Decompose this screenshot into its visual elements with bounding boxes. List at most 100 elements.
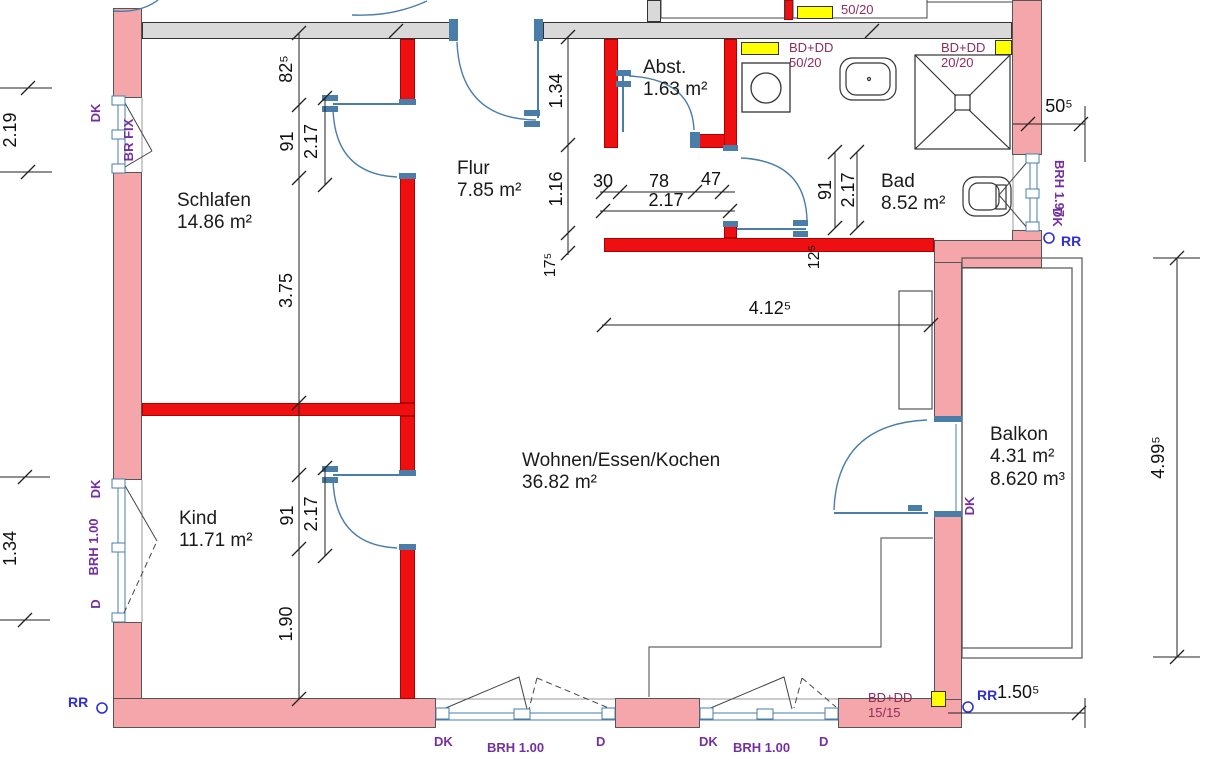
dim-door-kind-clear: 91	[277, 505, 297, 526]
terrace-outline	[648, 537, 933, 697]
room-label-flur: Flur 7.85 m²	[457, 158, 521, 202]
door-swing-arcs	[113, 0, 928, 549]
dim-flur-30: 30	[592, 171, 614, 191]
room-area: 8.52 m²	[881, 192, 946, 214]
marker-bottom	[931, 691, 946, 707]
marker-bad-left	[741, 42, 779, 55]
wall-top-right	[543, 22, 1012, 39]
dim-balkon-length: 4.99⁵	[1148, 436, 1168, 479]
room-area: 7.85 m²	[457, 179, 522, 201]
dim-kind-inner: 1.90	[276, 606, 296, 642]
bddd-text: BD+DD	[941, 40, 986, 55]
dim-outer-left-upper: 2.19	[0, 112, 20, 148]
dim-outer-left-lower: 1.34	[0, 530, 20, 567]
balcony-parapet	[961, 257, 1083, 659]
dim-balkon-width: 1.50⁵	[997, 682, 1040, 702]
door-label-dk-balkon: DK	[962, 496, 977, 516]
casement-dashed	[123, 540, 837, 710]
dim-flur-78: 78	[648, 171, 670, 191]
room-label-abst: Abst. 1.63 m²	[643, 57, 707, 101]
door-leaves	[333, 23, 928, 514]
room-label-balkon: Balkon 4.31 m² 8.620 m³	[990, 424, 1065, 491]
window-label-d-bottom2: D	[819, 734, 829, 749]
toilet-icon	[962, 176, 1012, 217]
room-name: Kind	[179, 508, 218, 529]
room-name: Balkon	[990, 424, 1049, 445]
dim-wall-thickness: 17⁵	[542, 252, 559, 278]
dim-door-kind-full: 2.17	[301, 496, 321, 532]
bddd-label-bad-left: BD+DD 50/20	[789, 40, 834, 71]
room-area: 14.86 m²	[177, 211, 252, 233]
dim-schlafen-top: 82⁵	[276, 55, 296, 83]
shower-icon	[914, 54, 1011, 150]
room-name: Wohnen/Essen/Kochen	[522, 450, 721, 471]
room-area: 11.71 m²	[179, 529, 253, 551]
window-label-d-bottom1: D	[596, 734, 606, 749]
room-label-wohnen: Wohnen/Essen/Kochen 36.82 m²	[522, 450, 720, 494]
bddd-size: 50/20	[841, 1, 874, 17]
wall-exterior-left-top	[113, 8, 142, 98]
dim-bad-wall: 12⁵	[806, 244, 823, 270]
bddd-label-top: BD+DD 50/20	[841, 0, 885, 18]
room-name: Flur	[457, 158, 490, 179]
window-label-dk-bottom1: DK	[434, 734, 453, 749]
sink-icon	[839, 57, 897, 101]
wall-abst-left	[604, 39, 618, 148]
dim-door-schlafen-clear: 91	[277, 131, 297, 152]
wall-exterior-right-top	[1012, 0, 1042, 155]
room-volume: 8.620 m³	[990, 468, 1065, 490]
bddd-text: BD+DD	[868, 690, 913, 705]
bddd-size: 20/20	[941, 54, 974, 70]
room-label-kind: Kind 11.71 m²	[179, 508, 253, 552]
dim-flur-total: 2.17	[648, 190, 684, 210]
window-label-brh100-bottom2: BRH 1.00	[733, 740, 791, 755]
dim-entry-upper: 1.34	[546, 73, 566, 109]
wall-exterior-bottom-1	[113, 698, 436, 728]
window-label-d-kind: D	[88, 599, 103, 609]
dim-door-schlafen-full: 2.17	[301, 123, 321, 160]
dim-door-bad-clear: 91	[815, 179, 835, 201]
dim-right-jog: 50⁵	[1045, 96, 1073, 116]
dim-flur-47: 47	[700, 169, 722, 189]
bddd-size: 50/20	[789, 54, 822, 70]
room-label-schlafen: Schlafen 14.86 m²	[177, 190, 252, 234]
room-area: 36.82 m²	[522, 471, 597, 493]
marker-top	[797, 6, 833, 19]
bddd-size: 15/15	[868, 704, 901, 720]
window-label-dk-kind: DK	[88, 479, 103, 499]
dim-entry-lower: 1.16	[546, 171, 566, 207]
rr-label-right: RR	[1061, 233, 1082, 249]
marker-bad-right	[995, 40, 1012, 55]
rr-label-bottom-right: RR	[977, 687, 998, 703]
bddd-label-bottom: BD+DD 15/15	[868, 690, 913, 721]
room-name: Schlafen	[177, 190, 251, 211]
room-name: Bad	[881, 171, 915, 192]
window-frame-blocks	[111, 95, 1040, 720]
bddd-text: BD+DD	[841, 0, 885, 3]
bddd-text: BD+DD	[789, 40, 834, 55]
dim-wohnen-width: 4.12⁵	[748, 298, 792, 318]
window-label-dk-bottom2: DK	[699, 734, 718, 749]
dim-schlafen-inner: 3.75	[276, 272, 296, 309]
window-label-brh100-bottom1: BRH 1.00	[487, 740, 545, 755]
window-label-dk-schlafen: DK	[88, 103, 103, 123]
room-name: Abst.	[643, 57, 687, 78]
dimension-ticks	[17, 23, 1185, 721]
upper-unit-outline	[660, 0, 1012, 19]
wall-schlafen-kind	[142, 403, 415, 416]
dimension-lines	[0, 33, 1200, 728]
kitchen-counter	[898, 290, 933, 410]
bddd-label-bad-right: BD+DD 20/20	[941, 40, 986, 71]
washing-machine-icon	[741, 62, 791, 113]
window-reveals	[141, 98, 1014, 700]
dim-door-bad-full: 2.17	[838, 172, 858, 208]
casement-solid	[123, 102, 1029, 711]
rr-label-bottom-left: RR	[68, 694, 89, 710]
wall-flur-wohnen	[604, 238, 934, 252]
wall-exterior-left-mid	[113, 172, 142, 480]
window-label-brh100-kind: BRH 1.00	[86, 518, 101, 576]
window-label-br-fix: BR FIX	[121, 118, 136, 162]
room-label-bad: Bad 8.52 m²	[881, 171, 945, 215]
